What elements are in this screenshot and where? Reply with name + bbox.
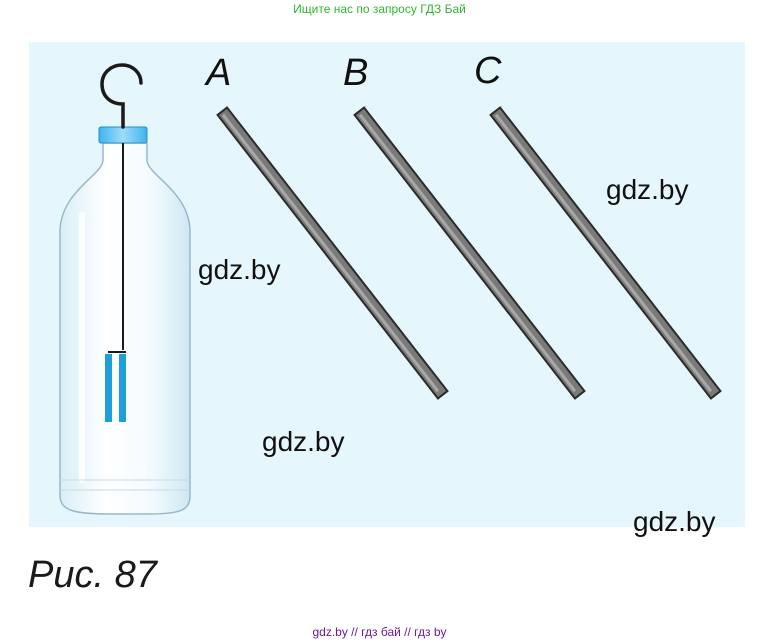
watermark: gdz.by (198, 254, 281, 285)
footer-links[interactable]: gdz.by // гдз бай // гдз by (312, 625, 447, 639)
rod-b (353, 106, 586, 400)
rod-label-c: C (474, 50, 502, 92)
foil-strip-left (105, 354, 112, 422)
hook-ring (100, 63, 143, 129)
rod-label-a: A (206, 52, 232, 94)
bottle-cap (98, 126, 148, 144)
watermark: gdz.by (606, 174, 689, 205)
rod-c (489, 106, 722, 400)
rod-a (216, 106, 449, 400)
foil-strip-right (119, 354, 126, 422)
electroscope-bottle (59, 63, 191, 515)
figure-caption: Рис. 87 (28, 554, 157, 596)
bottle-body (59, 142, 191, 515)
watermark: gdz.by (262, 426, 345, 457)
top-banner[interactable]: Ищите нас по запросу ГДЗ Бай (293, 2, 466, 16)
rod-label-b: B (343, 52, 369, 94)
watermark: gdz.by (633, 506, 716, 537)
